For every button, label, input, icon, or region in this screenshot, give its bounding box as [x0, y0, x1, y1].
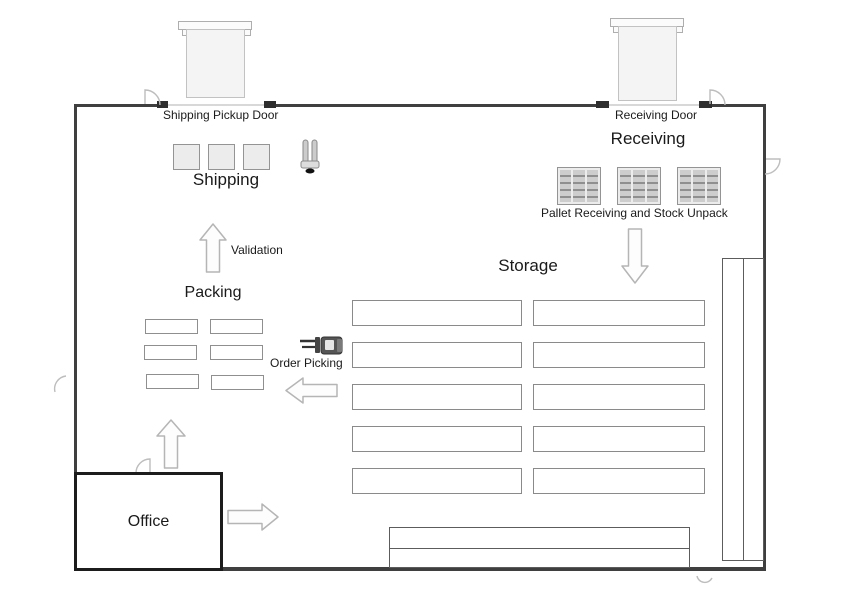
storage-shelf	[352, 468, 522, 494]
pallet-jack-icon	[300, 139, 320, 174]
door-swing-arc	[709, 89, 726, 106]
pallet-receiving-label: Pallet Receiving and Stock Unpack	[541, 206, 728, 220]
storage-shelf	[533, 468, 705, 494]
packing-table	[144, 345, 197, 360]
packing-table	[145, 319, 198, 334]
door-swing-arc	[696, 575, 713, 584]
door-jamb	[264, 101, 276, 108]
storage-shelf	[352, 300, 522, 326]
door-swing-arc	[135, 458, 151, 474]
door-jamb	[699, 101, 712, 108]
storage-shelf	[352, 426, 522, 452]
packing-table	[211, 375, 264, 390]
shipping-pickup-door-label: Shipping Pickup Door	[163, 108, 279, 122]
receiving-pallet-icon	[677, 167, 721, 205]
storage-shelf	[352, 384, 522, 410]
receiving-pallet-icon	[557, 167, 601, 205]
bottom-wall	[74, 567, 766, 571]
storage-shelf	[533, 384, 705, 410]
validation-arrow-up	[199, 223, 227, 273]
door-jamb	[596, 101, 609, 108]
door-swing-arc	[764, 158, 781, 175]
storage-shelf	[533, 300, 705, 326]
packing-table	[210, 319, 263, 334]
dock-threshold	[166, 104, 266, 106]
office-packing-arrow-up	[156, 419, 186, 469]
receiving-door-label: Receiving Door	[614, 108, 698, 122]
packing-area-label: Packing	[184, 284, 242, 301]
order-picking-arrow-left	[285, 377, 338, 404]
receiving-pallet-icon	[617, 167, 661, 205]
shipping-pallet-icon	[208, 144, 235, 170]
storage-area-label: Storage	[498, 256, 558, 275]
bottom-wall-rack	[389, 527, 690, 568]
receiving-area-label: Receiving	[610, 129, 686, 148]
office-exit-arrow-right	[227, 503, 279, 531]
shipping-pallet-icon	[243, 144, 270, 170]
forklift-icon	[300, 336, 343, 355]
left-wall	[74, 104, 77, 570]
top-wall-middle-segment	[264, 104, 609, 107]
office-label: Office	[127, 512, 170, 530]
receiving-storage-arrow-down	[621, 228, 649, 284]
dock-threshold	[608, 104, 702, 106]
packing-table	[210, 345, 263, 360]
door-swing-arc	[53, 375, 67, 393]
dock-trailer-icon	[186, 29, 245, 98]
storage-shelf	[533, 426, 705, 452]
dock-trailer-icon	[618, 26, 677, 101]
right-wall-rack	[722, 258, 764, 561]
right-wall	[763, 104, 766, 570]
top-wall-left-segment	[74, 104, 166, 107]
shipping-pallet-icon	[173, 144, 200, 170]
office-room: Office	[74, 472, 223, 571]
shipping-area-label: Shipping	[192, 170, 260, 189]
storage-shelf	[533, 342, 705, 368]
top-wall-right-segment	[699, 104, 766, 107]
order-picking-label: Order Picking	[270, 356, 343, 370]
packing-table	[146, 374, 199, 389]
storage-shelf	[352, 342, 522, 368]
door-jamb	[157, 101, 168, 108]
validation-label: Validation	[231, 243, 283, 257]
